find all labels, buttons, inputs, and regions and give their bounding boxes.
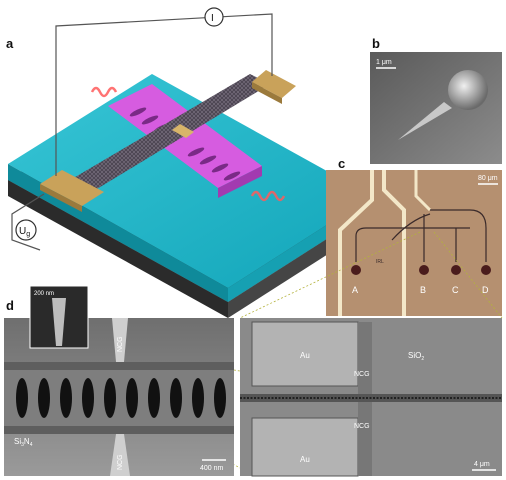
gold-contact-left <box>40 170 104 206</box>
gold-contact-right-side <box>252 82 282 104</box>
panel-d-scale-label: 400 nm <box>200 465 224 472</box>
panel-b-letter: b <box>372 36 380 51</box>
panel-e-au-bottom-pad <box>251 417 359 477</box>
substrate-top <box>8 74 372 288</box>
panel-c-label-c: C <box>452 285 459 295</box>
panel-d-letter: d <box>6 298 14 313</box>
panel-c-optical: IRL A B C D 80 μm <box>326 170 502 316</box>
gold-contact-right <box>252 70 296 98</box>
panel-a-schematic: I Ug <box>8 7 372 318</box>
panel-e-au-top-pad <box>251 321 359 387</box>
panel-d-inset-scale-label: 200 nm <box>34 291 54 297</box>
panel-e-au-top-label: Au <box>300 351 310 360</box>
panel-d-material-label: Si3N4 <box>14 437 33 448</box>
panel-d-ncg-bottom <box>110 434 130 476</box>
panel-b-sem: 1 μm <box>370 52 502 164</box>
waveguide-front <box>218 166 262 198</box>
source-meter-icon <box>204 7 224 27</box>
panel-c-label-b: B <box>420 285 426 295</box>
panel-b-scale-label: 1 μm <box>376 59 392 66</box>
panel-c-scale-label: 80 μm <box>478 175 498 182</box>
panel-c-label-a: A <box>352 285 358 295</box>
panel-c-small-label: IRL <box>376 259 384 265</box>
panel-e-ncg-top-label: NCG <box>354 371 370 378</box>
panel-d-ncg-top <box>112 318 128 362</box>
panel-e-au-bottom-label: Au <box>300 455 310 464</box>
panel-d-ncg-bottom-label: NCG <box>117 454 124 470</box>
gold-contact-left-side <box>40 184 82 212</box>
panel-a-letter: a <box>6 36 14 51</box>
source-meter-label: I <box>211 13 214 24</box>
panel-d-sem: 200 nm NCG NCG Si3N4 400 nm <box>4 285 234 476</box>
sem-tip <box>398 102 452 140</box>
panel-d-ncg-top-label: NCG <box>117 336 124 352</box>
panel-c-label-d: D <box>482 285 489 295</box>
gold-center <box>172 124 194 138</box>
wire-gate <box>11 193 45 251</box>
wire-top <box>55 13 273 176</box>
sem-ball <box>448 70 488 110</box>
panel-c-letter: c <box>338 156 346 171</box>
panel-e-ncg-bottom-label: NCG <box>354 423 370 430</box>
gate-meter-label: Ug <box>19 226 30 238</box>
gate-meter-icon <box>15 219 37 241</box>
photon-out-icon <box>250 190 286 202</box>
panel-d-holes <box>16 378 226 418</box>
graphene-channel <box>60 74 270 198</box>
panel-e-scale-label: 4 μm <box>474 461 490 468</box>
panel-e-sio2-label: SiO2 <box>408 351 424 362</box>
photon-in-icon <box>90 86 118 98</box>
panel-e-sem: Au Au SiO2 NCG NCG 4 μm <box>240 318 502 477</box>
substrate-front-side <box>8 180 228 318</box>
